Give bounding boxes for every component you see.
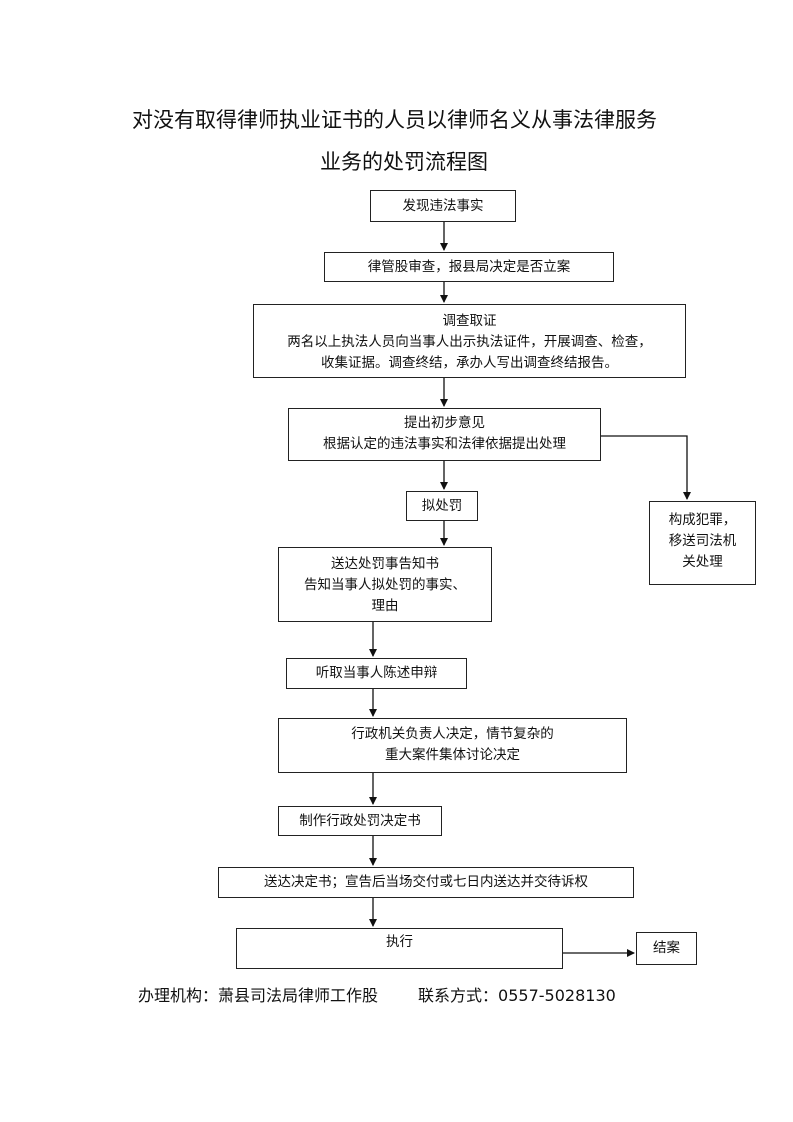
- step-investigate-title: 调查取证: [442, 313, 497, 329]
- step-notice-title: 送达处罚事告知书: [331, 556, 439, 572]
- step-notice-line2: 告知当事人拟处罚的事实、: [304, 577, 466, 593]
- step-crime-line2: 移送司法机: [668, 533, 737, 549]
- step-decide-line1: 行政机关负责人决定，情节复杂的: [351, 726, 554, 742]
- footer-contact-label: 联系方式：: [418, 986, 499, 1005]
- step-opinion-title: 提出初步意见: [404, 415, 485, 431]
- step-deliver-label: 送达决定书；宣告后当场交付或七日内送达并交待诉权: [264, 874, 588, 890]
- step-close-label: 结案: [653, 940, 680, 956]
- step-propose: 拟处罚: [406, 491, 478, 521]
- step-deliver: 送达决定书；宣告后当场交付或七日内送达并交待诉权: [218, 867, 634, 898]
- step-crime: 构成犯罪， 移送司法机 关处理: [649, 501, 756, 585]
- footer-org: 萧县司法局律师工作股: [218, 986, 379, 1005]
- footer-phone: 0557-5028130: [498, 986, 616, 1005]
- step-execute: 执行: [236, 928, 563, 969]
- footer-org-label: 办理机构：: [138, 986, 219, 1005]
- step-decide: 行政机关负责人决定，情节复杂的 重大案件集体讨论决定: [278, 718, 627, 773]
- step-investigate-line3: 收集证据。调查终结，承办人写出调查终结报告。: [321, 355, 618, 371]
- step-close: 结案: [636, 932, 697, 965]
- step-hearing-label: 听取当事人陈述申辩: [315, 665, 438, 681]
- diagram-title-line1: 对没有取得律师执业证书的人员以律师名义从事法律服务: [132, 108, 657, 132]
- step-make-decision: 制作行政处罚决定书: [278, 806, 442, 836]
- step-investigate-line2: 两名以上执法人员向当事人出示执法证件，开展调查、检查，: [287, 334, 652, 350]
- step-review-label: 律管股审查，报县局决定是否立案: [367, 259, 571, 275]
- step-decide-line2: 重大案件集体讨论决定: [385, 747, 520, 763]
- step-investigate: 调查取证 两名以上执法人员向当事人出示执法证件，开展调查、检查， 收集证据。调查…: [253, 304, 686, 378]
- step-opinion-line2: 根据认定的违法事实和法律依据提出处理: [323, 436, 566, 452]
- arrow-opinion-crime: [601, 435, 691, 500]
- footer-info: 办理机构：萧县司法局律师工作股 联系方式：0557-5028130: [138, 982, 616, 1006]
- step-discover: 发现违法事实: [370, 190, 516, 222]
- step-make-decision-label: 制作行政处罚决定书: [299, 813, 421, 829]
- step-opinion: 提出初步意见 根据认定的违法事实和法律依据提出处理: [288, 408, 601, 461]
- step-notice-line3: 理由: [371, 598, 399, 614]
- diagram-title-line2: 业务的处罚流程图: [320, 150, 488, 174]
- step-crime-line1: 构成犯罪，: [668, 512, 737, 528]
- step-discover-label: 发现违法事实: [402, 198, 484, 214]
- step-execute-label: 执行: [386, 934, 413, 950]
- step-review: 律管股审查，报县局决定是否立案: [324, 252, 614, 282]
- step-crime-line3: 关处理: [682, 554, 723, 570]
- step-propose-label: 拟处罚: [421, 498, 463, 514]
- step-notice: 送达处罚事告知书 告知当事人拟处罚的事实、 理由: [278, 547, 492, 622]
- step-hearing: 听取当事人陈述申辩: [286, 658, 467, 689]
